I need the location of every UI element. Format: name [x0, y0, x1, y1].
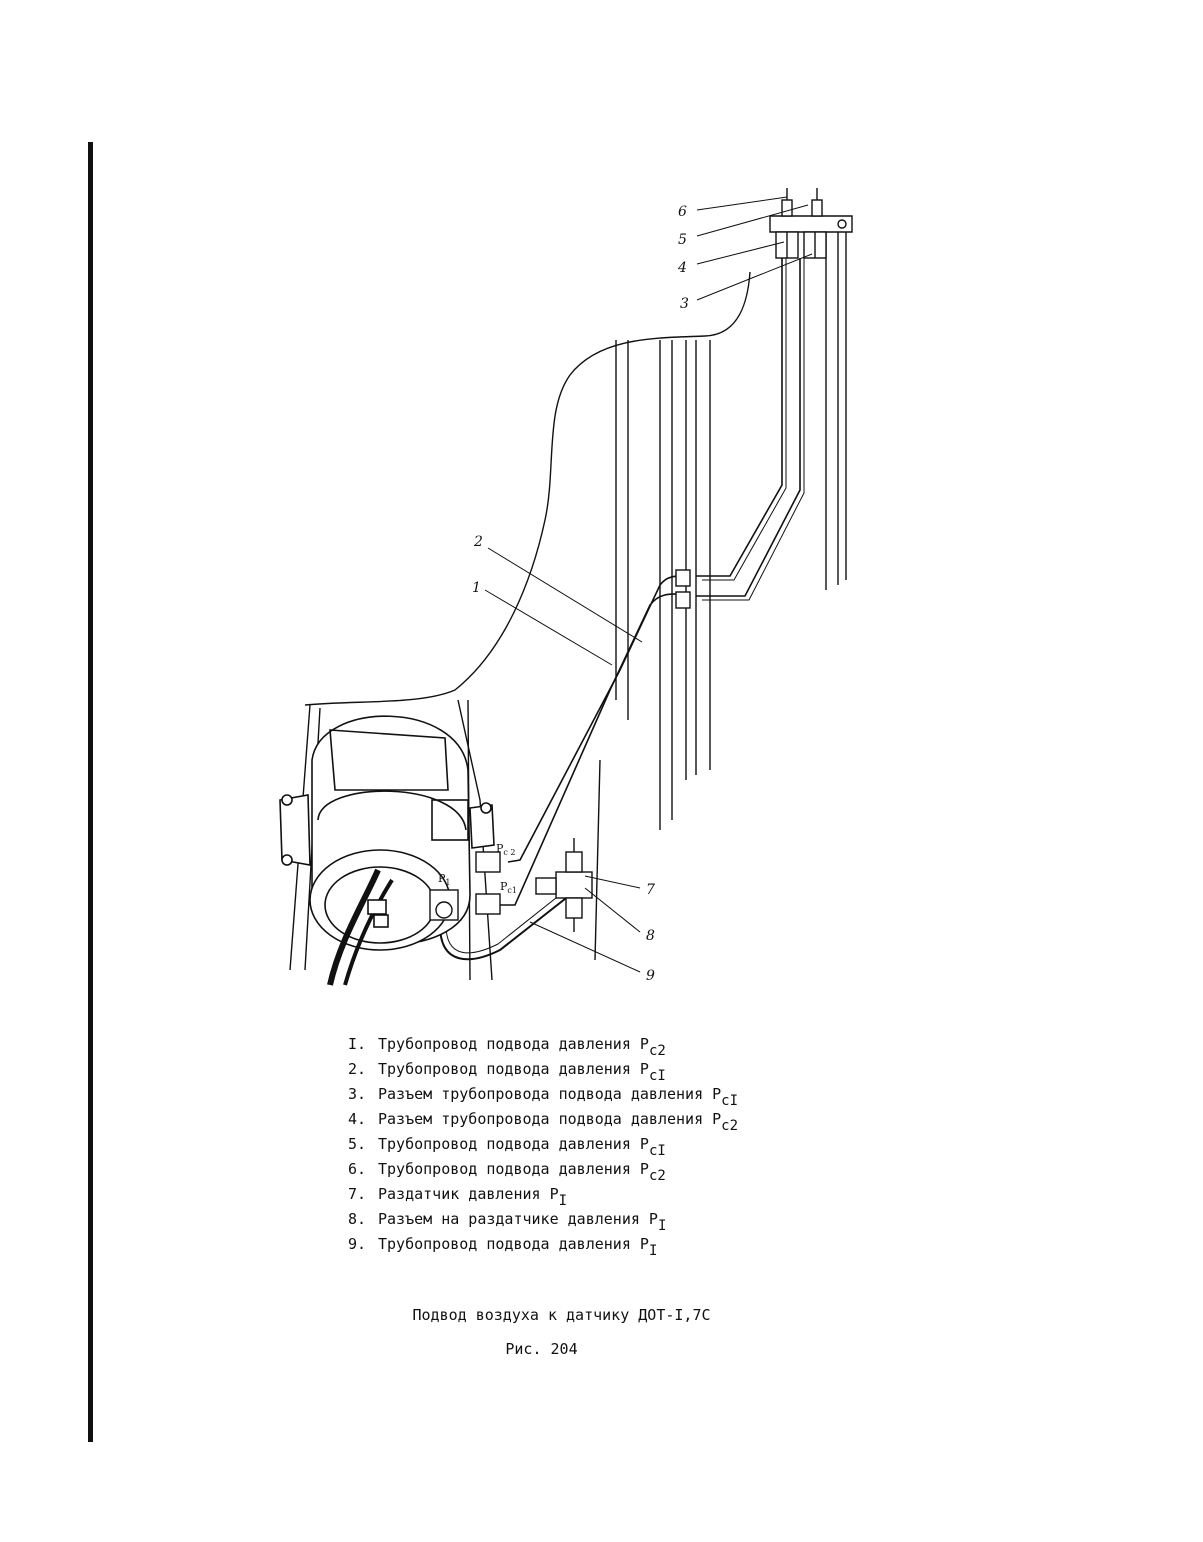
port-labels: Pc 2 Pc1 P1	[438, 842, 517, 895]
structure-outline	[289, 215, 853, 981]
legend-item: 7.Раздатчик давления PI	[348, 1185, 568, 1209]
callout-4: 4	[677, 260, 687, 276]
leader-2	[487, 547, 643, 643]
technical-drawing: 6 5 4 3 2 1 7 8 9 Pc 2 Pc1 P1	[279, 188, 853, 986]
callout-7: 7	[646, 882, 655, 898]
port-label-p1: P1	[438, 872, 451, 887]
leader-3	[696, 253, 813, 301]
coupling-upper	[675, 569, 691, 587]
callout-labels: 6 5 4 3 2 1 7 8 9	[472, 204, 689, 984]
sensor-front-ring	[317, 790, 467, 831]
pipe-1	[500, 593, 687, 906]
callout-5: 5	[678, 232, 687, 248]
sensor-ports	[429, 851, 501, 921]
cable-harness-2	[343, 878, 394, 986]
figure-number: Рис. 204	[505, 1340, 578, 1358]
pipe-couplings	[675, 569, 691, 609]
sensor-side-plate	[431, 799, 469, 841]
legend-item: 8.Разъем на раздатчике давления PI	[348, 1210, 667, 1234]
top-bracket	[769, 215, 853, 233]
callout-2: 2	[473, 534, 483, 550]
pressure-pipes	[439, 258, 805, 961]
leader-1	[484, 589, 613, 666]
leader-5	[696, 204, 809, 237]
callout-8: 8	[646, 928, 655, 944]
lower-member-5	[594, 759, 601, 961]
fitting-5	[781, 199, 793, 217]
leader-9	[529, 921, 641, 973]
leader-7	[584, 875, 641, 889]
legend-item: 6.Трубопровод подвода давления Pc2	[348, 1160, 666, 1184]
page-margin-rule	[88, 142, 93, 1442]
leader-6	[696, 196, 788, 211]
legend-item: 3.Разъем трубопровода подвода давления P…	[348, 1085, 739, 1109]
left-mount-bracket	[279, 794, 311, 866]
leader-lines	[484, 196, 813, 973]
leader-4	[696, 241, 785, 265]
sensor-body	[279, 715, 495, 986]
bracket-bolt	[837, 219, 847, 229]
callout-1: 1	[472, 580, 481, 596]
port-pc1	[475, 893, 501, 915]
legend-item: 9.Трубопровод подвода давления PI	[348, 1235, 658, 1259]
top-connectors	[775, 188, 827, 259]
pipe-9-inner	[445, 889, 567, 954]
sensor-window	[329, 729, 449, 791]
fitting-6	[811, 199, 823, 217]
cutaway-boundary	[304, 271, 751, 706]
legend: I.Трубопровод подвода давления Pc2 2.Тру…	[348, 1032, 868, 1259]
legend-item: 4.Разъем трубопровода подвода давления P…	[348, 1110, 739, 1134]
pipe-6	[696, 258, 801, 597]
legend-item: I.Трубопровод подвода давления Pc2	[348, 1035, 666, 1059]
legend-item: 5.Трубопровод подвода давления PcI	[348, 1135, 666, 1159]
legend-item: 2.Трубопровод подвода давления PcI	[348, 1060, 666, 1084]
figure-title: Подвод воздуха к датчику ДОТ-I,7С	[412, 1306, 711, 1324]
pipe-5-inner	[702, 258, 787, 581]
port-pc2	[475, 851, 501, 873]
pressure-distributor	[535, 838, 593, 932]
pipe-5	[696, 258, 783, 577]
pipe-6-inner	[702, 258, 805, 601]
port-label-pc1: Pc1	[500, 880, 517, 895]
callout-3: 3	[680, 296, 689, 312]
coupling-lower	[675, 591, 691, 609]
port-label-pc2: Pc 2	[496, 842, 516, 857]
leader-8	[584, 887, 641, 933]
callout-9: 9	[646, 968, 655, 984]
cable-harness-1	[327, 868, 381, 986]
callout-6: 6	[678, 204, 687, 220]
lower-member-3	[457, 699, 493, 981]
pipe-9	[439, 894, 571, 961]
